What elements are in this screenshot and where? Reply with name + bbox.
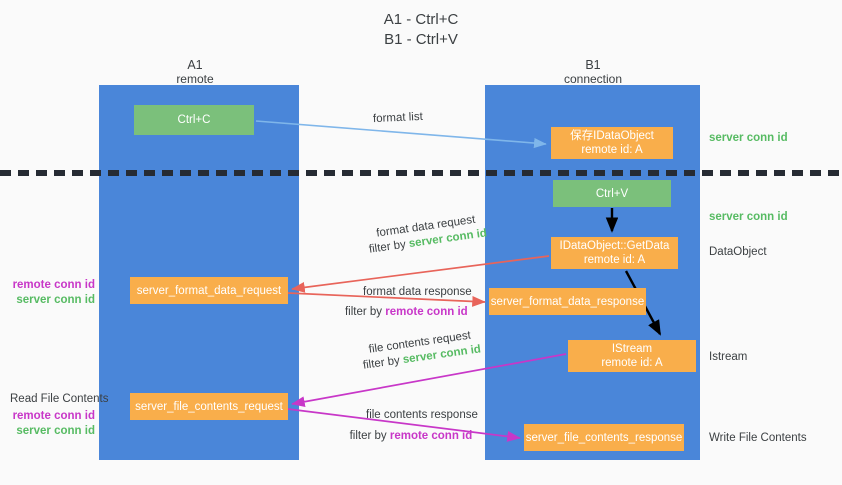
filter-value-remote-conn-id: remote conn id (389, 430, 473, 442)
filter-prefix: filter by (349, 430, 390, 442)
column-header-a1-name: A1 (187, 58, 203, 72)
node-format-data-response-label: server_format_data_response (490, 295, 645, 308)
annotation-conn-ids-format: remote conn id server conn id (10, 278, 95, 308)
annotation-dataobject: DataObject (709, 246, 767, 258)
node-idataobject-getdata[interactable]: IDataObject::GetData remote id: A (551, 237, 678, 269)
node-server-file-contents-response[interactable]: server_file_contents_response (524, 424, 684, 451)
edge-caption-file-contents-response: file contents response filter by remote … (350, 408, 478, 444)
annotation-server-conn-id-mid: server conn id (709, 211, 788, 223)
annotation-remote-conn-id-2: remote conn id (12, 410, 95, 422)
node-store-idataobject-line2: remote id: A (581, 144, 643, 156)
node-istream-line1: IStream (611, 343, 653, 355)
node-ctrl-v-label: Ctrl+V (595, 187, 629, 200)
column-header-b1-name: B1 (585, 58, 601, 72)
annotation-conn-ids-file: remote conn id server conn id (10, 409, 95, 439)
dashed-separator (0, 170, 842, 176)
title-line-2: B1 - Ctrl+V (384, 31, 458, 48)
node-format-data-request-label: server_format_data_request (136, 284, 282, 297)
column-header-a1-subtitle: remote (176, 72, 214, 86)
node-server-format-data-response[interactable]: server_format_data_response (489, 288, 646, 315)
node-getdata-line2: remote id: A (583, 254, 646, 266)
column-header-b1: B1 connection (513, 58, 673, 86)
node-file-contents-response-label: server_file_contents_response (525, 431, 683, 444)
annotation-remote-conn-id-1: remote conn id (12, 279, 95, 291)
column-header-b1-subtitle: connection (563, 72, 623, 86)
node-istream-line2: remote id: A (601, 357, 663, 369)
filter-prefix: filter by (344, 306, 386, 318)
edge-caption-file-contents-response-line1: file contents response (366, 409, 478, 421)
column-header-a1: A1 remote (115, 58, 275, 86)
annotation-server-conn-id-top: server conn id (709, 132, 788, 144)
edge-caption-file-contents-request: file contents request filter by server c… (360, 327, 482, 373)
node-ctrl-c[interactable]: Ctrl+C (134, 105, 254, 135)
annotation-istream: Istream (709, 351, 748, 363)
annotation-write-file-contents: Write File Contents (709, 432, 807, 444)
node-file-contents-request-label: server_file_contents_request (135, 400, 283, 413)
annotation-server-conn-id-2: server conn id (16, 425, 95, 437)
node-ctrl-c-label: Ctrl+C (177, 114, 211, 126)
edge-caption-format-data-response-line1: format data response (363, 286, 472, 298)
filter-prefix: filter by (362, 354, 404, 372)
edge-caption-format-data-request: format data request filter by server con… (366, 211, 488, 257)
edge-caption-format-list: format list (373, 110, 423, 127)
node-server-file-contents-request[interactable]: server_file_contents_request (130, 393, 288, 420)
edge-caption-format-list-text: format list (372, 110, 424, 126)
node-ctrl-v[interactable]: Ctrl+V (553, 180, 671, 207)
page-title: A1 - Ctrl+C B1 - Ctrl+V (0, 10, 842, 50)
node-store-idataobject[interactable]: 保存IDataObject remote id: A (551, 127, 673, 159)
edge-caption-format-data-response: format data response filter by remote co… (345, 285, 472, 320)
filter-value-remote-conn-id: remote conn id (385, 306, 468, 318)
filter-prefix: filter by (368, 238, 410, 256)
title-line-1: A1 - Ctrl+C (383, 11, 459, 28)
node-istream[interactable]: IStream remote id: A (568, 340, 696, 372)
node-store-idataobject-line1: 保存IDataObject (570, 130, 654, 142)
annotation-server-conn-id-1: server conn id (16, 294, 95, 306)
node-getdata-line1: IDataObject::GetData (559, 240, 670, 252)
node-server-format-data-request[interactable]: server_format_data_request (130, 277, 288, 304)
edge-caption-file-contents-response-filter: filter by remote conn id (344, 429, 478, 444)
annotation-read-file-contents: Read File Contents (10, 393, 109, 405)
edge-caption-format-data-response-filter: filter by remote conn id (341, 305, 472, 320)
